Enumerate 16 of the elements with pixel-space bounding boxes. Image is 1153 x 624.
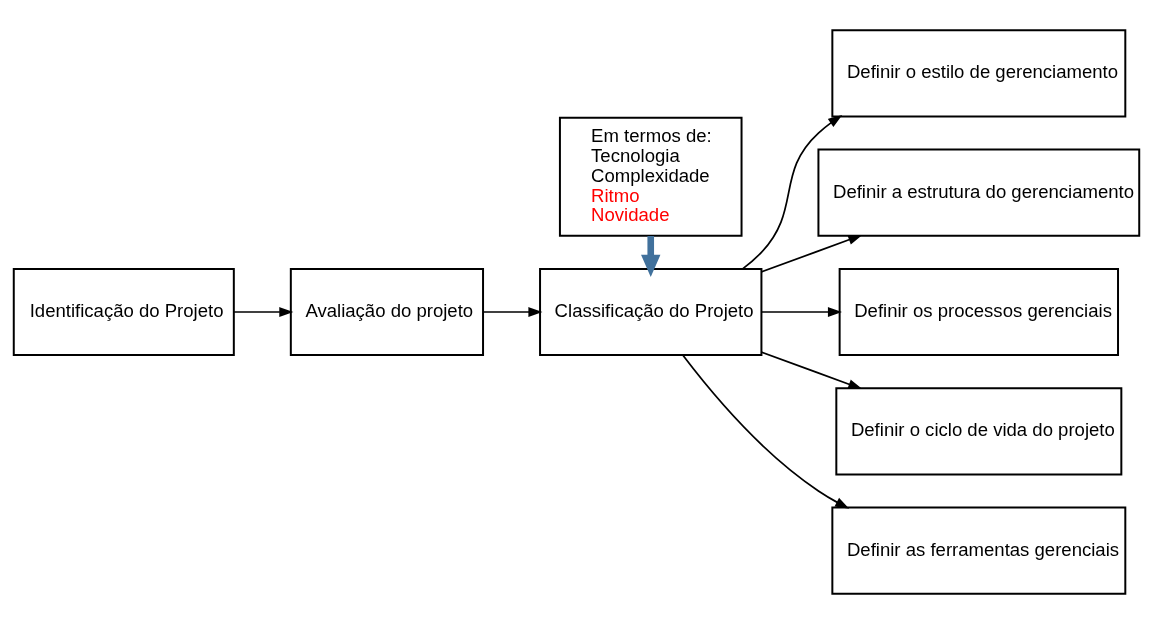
node-box: Definir a estrutura do gerenciamento: [817, 148, 1141, 237]
arrow: [760, 307, 842, 317]
arrow: [760, 351, 863, 390]
arrow: [741, 115, 843, 270]
arrow: [233, 307, 294, 317]
node-box: Definir os processos gerenciais: [838, 267, 1119, 357]
node-box: Avaliação do projeto: [289, 267, 485, 357]
node-box: Identificação do Projeto: [12, 267, 235, 357]
node-box: Definir o estilo de gerenciamento: [831, 29, 1127, 118]
node-box: Definir as ferramentas gerenciais: [831, 506, 1127, 595]
node-box: Em termos de: Tecnologia Complexidade Ritmo Novidade: [558, 116, 743, 237]
node-box: Definir o ciclo de vida do projeto: [835, 387, 1123, 476]
arrow: [760, 234, 863, 273]
arrow: [482, 307, 543, 317]
node-box: Classificação do Projeto: [539, 267, 763, 357]
arrow: [682, 354, 850, 509]
